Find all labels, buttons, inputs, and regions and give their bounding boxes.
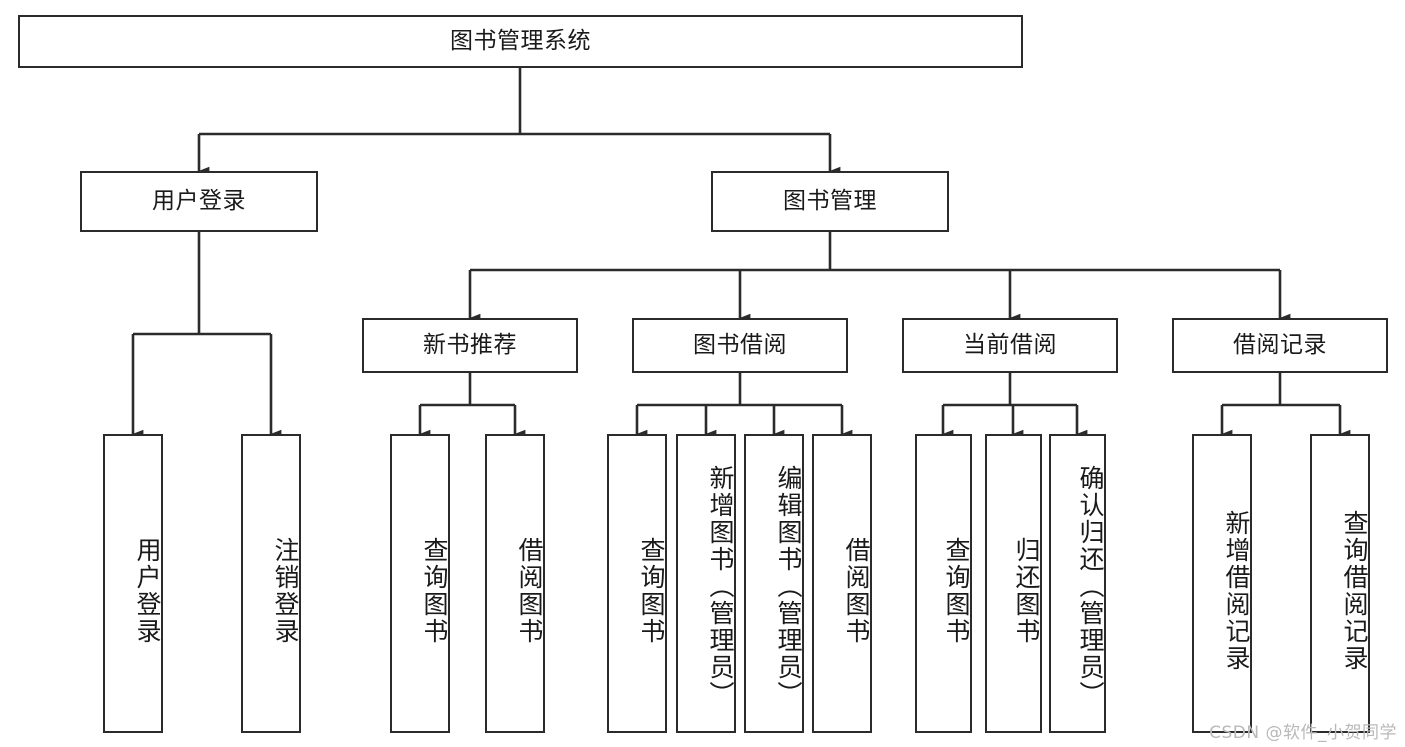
node-label: 确认归还（管理员） [1076,465,1105,708]
node-label: 用户登录 [152,187,246,214]
node-borrow-record[interactable]: 借阅记录 [1172,318,1388,373]
csdn-watermark: CSDN @软件_小贺同学 [1209,723,1397,743]
node-label: 新书推荐 [423,331,517,358]
node-label: 查询图书 [942,536,971,645]
node-label: 图书借阅 [693,331,787,358]
node-leaf-query-book-recommend[interactable]: 查询图书 [390,434,450,733]
node-label: 借阅记录 [1233,331,1327,358]
node-label: 新增借阅记录 [1222,509,1251,672]
node-label: 新增图书（管理员） [706,465,735,708]
node-new-book-recommend[interactable]: 新书推荐 [362,318,578,373]
node-leaf-edit-book-admin[interactable]: 编辑图书（管理员） [744,434,804,733]
node-label: 查询图书 [420,536,449,645]
node-label: 借阅图书 [515,536,544,645]
node-leaf-add-borrow-record[interactable]: 新增借阅记录 [1192,434,1252,733]
node-book-management-system[interactable]: 图书管理系统 [18,15,1023,68]
node-leaf-user-login[interactable]: 用户登录 [103,434,163,733]
node-label: 图书管理 [783,187,877,214]
node-label: 查询图书 [637,536,666,645]
node-leaf-query-borrow-record[interactable]: 查询借阅记录 [1310,434,1370,733]
node-leaf-query-book-current[interactable]: 查询图书 [915,434,972,733]
node-leaf-confirm-return-admin[interactable]: 确认归还（管理员） [1049,434,1106,733]
node-label: 归还图书 [1012,536,1041,645]
node-label: 注销登录 [271,536,300,645]
node-label: 编辑图书（管理员） [774,465,803,708]
node-current-borrow[interactable]: 当前借阅 [902,318,1118,373]
node-label: 图书管理系统 [450,27,591,54]
node-label: 查询借阅记录 [1340,509,1369,672]
node-user-login[interactable]: 用户登录 [80,171,318,232]
node-leaf-logout[interactable]: 注销登录 [241,434,301,733]
node-book-borrow[interactable]: 图书借阅 [632,318,848,373]
node-label: 借阅图书 [842,536,871,645]
node-label: 当前借阅 [963,331,1057,358]
node-leaf-query-book-borrow[interactable]: 查询图书 [607,434,667,733]
node-book-management[interactable]: 图书管理 [711,171,949,232]
node-leaf-borrow-book[interactable]: 借阅图书 [812,434,872,733]
node-leaf-return-book[interactable]: 归还图书 [985,434,1042,733]
node-label: 用户登录 [133,536,162,645]
node-leaf-borrow-book-recommend[interactable]: 借阅图书 [485,434,545,733]
node-leaf-add-book-admin[interactable]: 新增图书（管理员） [676,434,736,733]
